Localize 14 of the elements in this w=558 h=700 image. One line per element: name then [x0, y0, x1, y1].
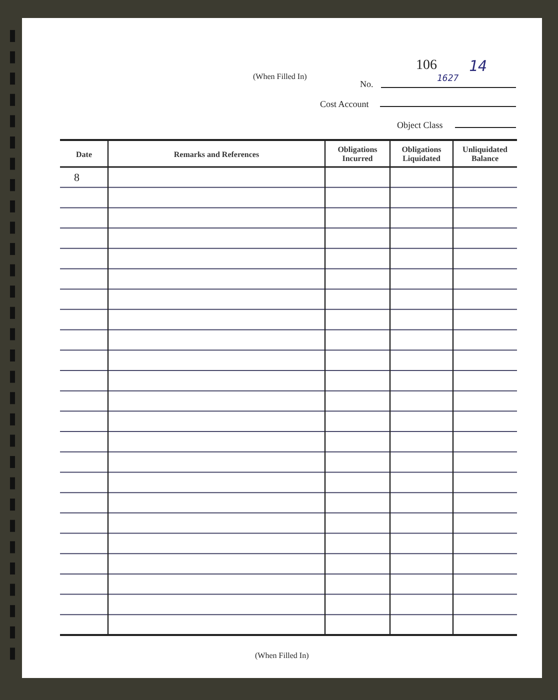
- column-header: Obligations Incurred: [336, 145, 378, 163]
- form-number: 14: [469, 57, 488, 75]
- field-label: No.: [360, 79, 374, 89]
- date-entry: 8: [74, 172, 80, 184]
- handwritten-entry: 1627: [437, 74, 459, 84]
- form-number: 106: [416, 58, 437, 74]
- column-header: Date: [76, 150, 92, 158]
- column-header: Unliquidated Balance: [462, 145, 508, 163]
- column-header: Remarks and References: [174, 150, 260, 158]
- column-header: Obligations Liquidated: [400, 145, 442, 163]
- fill-note: (When Filled In): [253, 72, 307, 81]
- fill-note: (When Filled In): [255, 651, 309, 660]
- field-label: Cost Account: [320, 99, 369, 109]
- field-label: Object Class: [397, 120, 443, 130]
